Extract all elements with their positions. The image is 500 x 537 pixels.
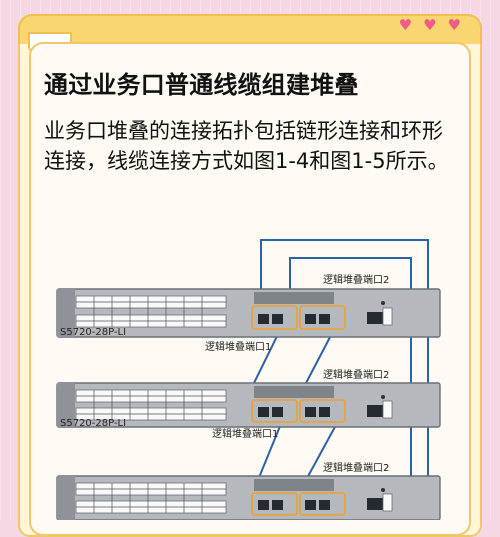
stack-port-2-label: 逻辑堆叠端口2 [323,368,389,381]
card-header-bar [18,14,482,44]
stack-cable-links [252,317,343,481]
switch-3-ports [75,482,227,514]
section-title: 通过业务口普通线缆组建堆叠 [44,71,359,99]
heart-icon: ♥ [423,16,437,34]
heart-icon: ♥ [398,16,413,34]
stack-port-1-label: 逻辑堆叠端口1 [212,427,278,440]
stack-port-group-right [299,305,346,330]
switch-1-ports [75,295,227,328]
stack-port-2-label: 逻辑堆叠端口2 [323,461,389,474]
svg-text:S5720-28P-LI: S5720-28P-LI [60,327,126,338]
switch-1: S5720-28P-LI [56,288,441,338]
stack-connection-diagram: S5720-28P-LI 逻辑堆叠端口1 逻辑堆叠端口2 S5720-28P-L… [56,239,441,520]
stack-port-2-label: 逻辑堆叠端口2 [323,273,389,286]
switch-2-ports [75,389,227,421]
switch-2: S5720-28P-LI [56,382,441,429]
stack-cable-outer [260,239,429,520]
section-description: 业务口堆叠的连接拓扑包括链形连接和环形连接，线缆连接方式如图1-4和图1-5所示… [44,119,449,173]
svg-text:S5720-28P-LI: S5720-28P-LI [60,418,126,429]
stack-port-1-label: 逻辑堆叠端口1 [205,340,271,353]
heart-icon: ♥ [447,16,461,34]
switch-3 [56,475,441,520]
stack-port-group-left [251,305,298,330]
hearts-decoration: ♥ ♥ ♥ [399,18,461,33]
